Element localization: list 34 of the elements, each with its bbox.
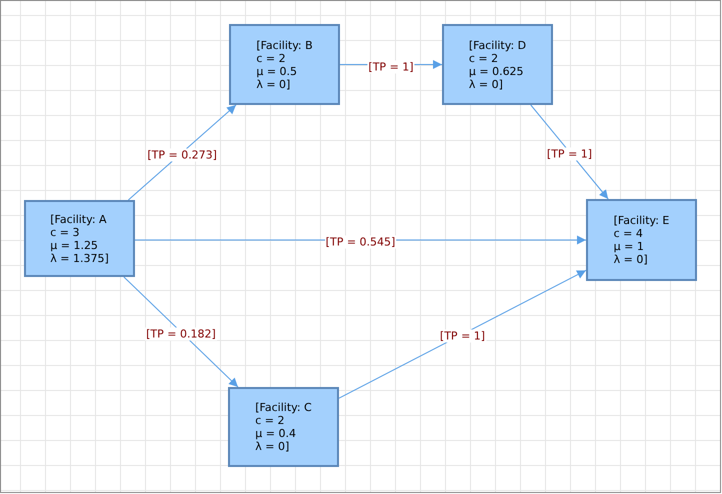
facility-box [24,200,135,277]
node-text: μ = 0.5 [256,64,298,78]
node-text: c = 4 [614,227,643,240]
edge-label: [TP = 0.545] [324,236,396,249]
node-text: μ = 1.25 [50,238,98,252]
node-text: c = 2 [255,414,285,427]
node-text: μ = 1 [614,240,644,253]
node-text: c = 2 [468,52,498,64]
edge-label: [TP = 0.273] [146,148,218,161]
node-text: [Facility: D [468,38,526,52]
edge-label: [TP = 1] [367,60,415,73]
node-text: c = 2 [256,52,286,64]
facility-box [442,24,553,105]
node-text: λ = 0] [614,253,648,266]
node-text: [Facility: C [255,401,312,414]
facility-box [586,199,697,281]
node-text: μ = 0.625 [468,64,524,78]
arrow [123,276,238,388]
node-text: λ = 1.375] [50,252,109,264]
node-text: λ = 0] [468,78,503,90]
node-text: c = 3 [50,226,80,238]
edge-label: [TP = 0.182] [145,328,217,340]
facility-box [229,24,340,105]
arrow [338,270,586,399]
arrow [128,104,236,200]
node-text: μ = 0.4 [255,427,296,440]
node-text: λ = 0] [256,78,290,90]
node-text: λ = 0] [255,440,290,453]
edge-label: [TP = 1] [438,330,486,343]
node-text: [Facility: A [50,212,107,226]
node-text: [Facility: B [256,38,313,52]
facility-box [228,387,339,467]
edge-label: [TP = 1] [546,148,594,160]
node-text: [Facility: E [614,214,670,227]
